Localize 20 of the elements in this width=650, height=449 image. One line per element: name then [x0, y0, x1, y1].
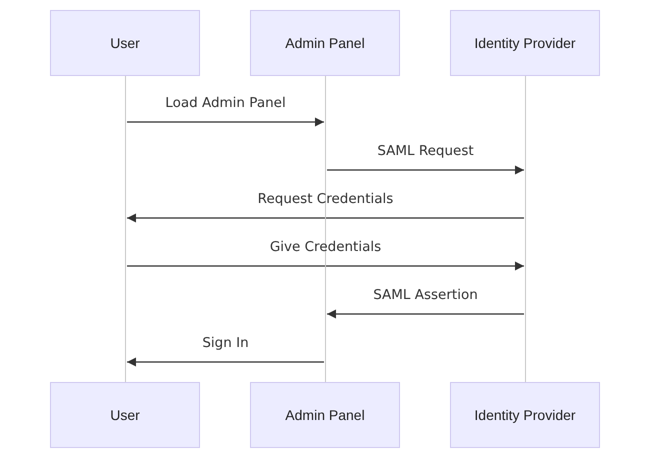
participant-box: Identity Provider — [450, 382, 600, 448]
message-arrow — [327, 310, 524, 318]
participant-box: User — [50, 10, 200, 76]
message-arrow — [127, 118, 324, 126]
message-label: SAML Request — [377, 143, 474, 159]
message-arrow — [127, 262, 524, 270]
lifeline — [124, 76, 127, 382]
participant-box: Admin Panel — [250, 382, 400, 448]
message-arrow — [127, 214, 524, 222]
participant-box: Admin Panel — [250, 10, 400, 76]
participant-box: User — [50, 382, 200, 448]
participant-box: Identity Provider — [450, 10, 600, 76]
message-label: SAML Assertion — [373, 287, 478, 303]
lifeline — [524, 76, 527, 382]
message-label: Give Credentials — [270, 239, 382, 255]
message-label: Load Admin Panel — [165, 95, 286, 111]
message-arrow — [327, 166, 524, 174]
message-arrow — [127, 358, 324, 366]
message-label: Sign In — [202, 335, 249, 351]
message-label: Request Credentials — [258, 191, 394, 207]
